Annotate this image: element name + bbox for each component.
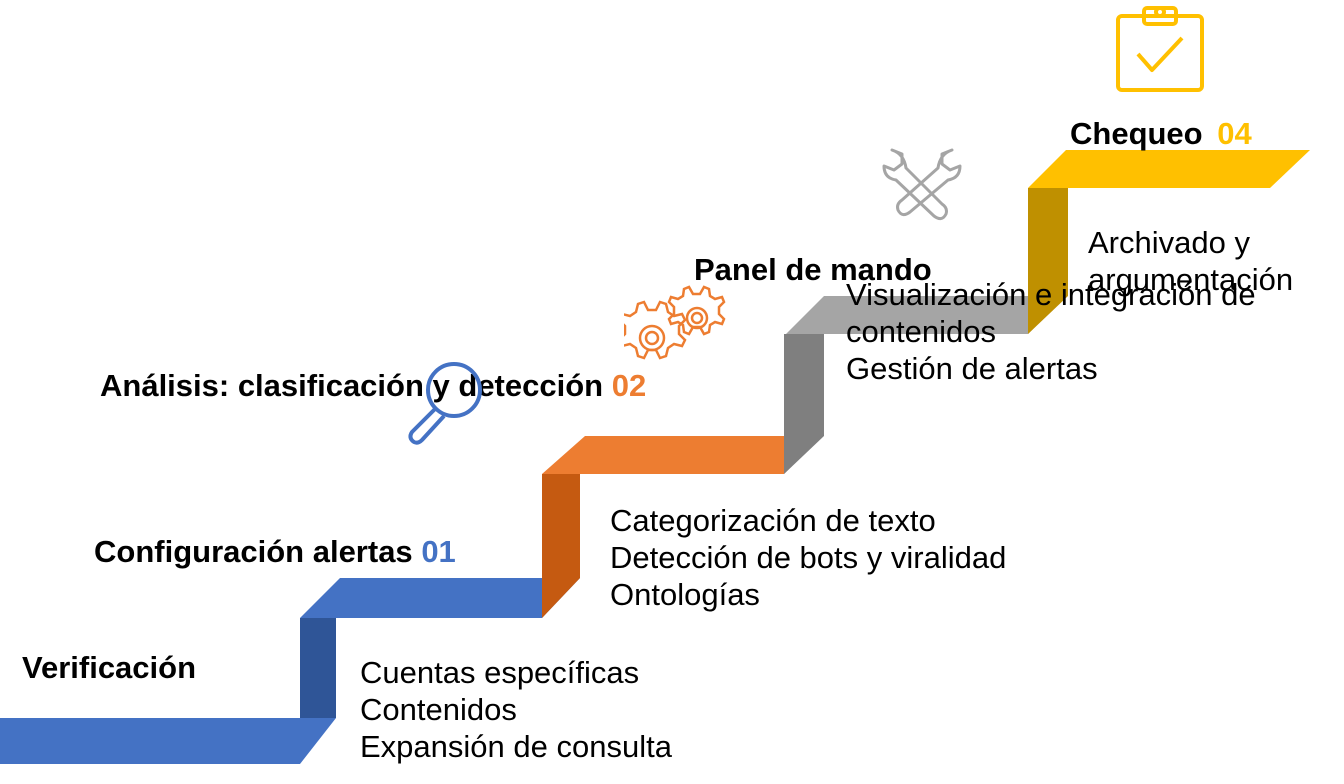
- step-title-text: Chequeo: [1070, 116, 1203, 151]
- list-item: Expansión de consulta: [360, 729, 672, 764]
- step-02-items: Visualización e integración de contenido…: [846, 276, 1256, 387]
- list-item: Gestión de alertas: [846, 351, 1098, 386]
- list-item: Cuentas específicas: [360, 655, 640, 690]
- list-item: Ontologías: [610, 577, 760, 612]
- step-01-riser: [300, 618, 336, 718]
- step-verificacion-fold: [300, 718, 336, 764]
- clipboard-check-icon: [1116, 6, 1204, 92]
- step-03-items: Archivado y argumentación: [1088, 224, 1293, 298]
- step-title-text: Panel de mando: [694, 252, 932, 287]
- step-02-riser: [542, 474, 580, 618]
- step-03-tread: [786, 296, 1066, 334]
- step-04-tread: [1028, 150, 1310, 188]
- tools-icon: [882, 148, 962, 221]
- step-title-text: Análisis: clasificación y detección: [100, 368, 604, 403]
- step-01-tread: [300, 578, 580, 618]
- step-03-title: Panel de mando: [694, 254, 932, 285]
- step-04-title: Chequeo 04: [1070, 118, 1252, 149]
- list-item: contenidos: [846, 314, 996, 349]
- step-verificacion-title: Verificación: [22, 652, 196, 683]
- list-item: argumentación: [1088, 262, 1294, 297]
- magnifier-icon: [408, 362, 482, 445]
- step-02-title: Análisis: clasificación y detección 02: [100, 370, 646, 401]
- list-item: Categorización de texto: [610, 503, 936, 538]
- step-verificacion-tread: [0, 718, 300, 764]
- step-number: 02: [611, 368, 647, 403]
- step-03-riser: [784, 334, 824, 474]
- step-number: 04: [1217, 116, 1252, 151]
- gears-icon: [624, 285, 726, 360]
- step-01-title: Configuración alertas 01: [94, 536, 456, 567]
- step-title-text: Verificación: [22, 650, 197, 685]
- step-01-items: Categorización de texto Detección de bot…: [610, 502, 1006, 613]
- step-verificacion-items: Cuentas específicas Contenidos Expansión…: [360, 654, 672, 765]
- step-title-text: Configuración alertas: [94, 534, 413, 569]
- list-item: Visualización e integración de: [846, 277, 1256, 312]
- step-04-riser: [1028, 188, 1068, 334]
- list-item: Detección de bots y viralidad: [610, 540, 1007, 575]
- list-item: Archivado y: [1088, 225, 1250, 260]
- step-02-tread: [542, 436, 822, 474]
- step-number: 01: [421, 534, 456, 569]
- list-item: Contenidos: [360, 692, 517, 727]
